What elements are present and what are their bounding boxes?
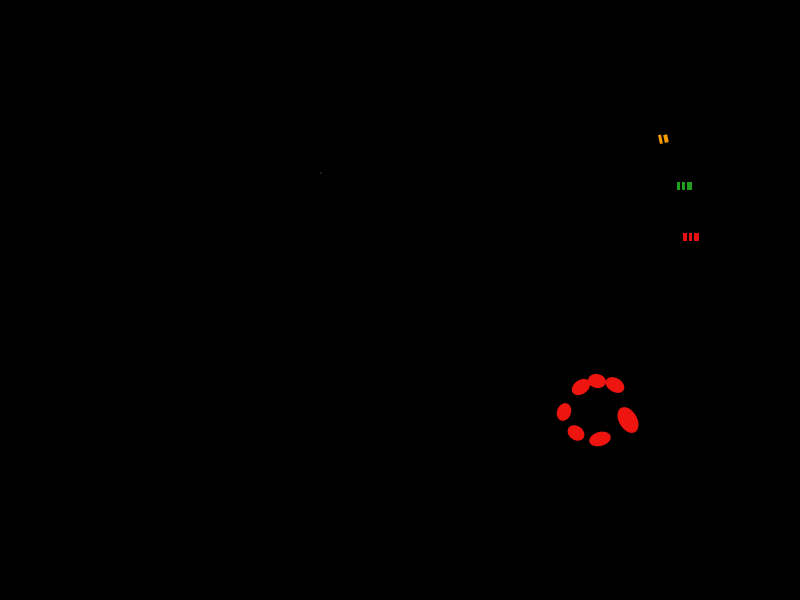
spinner-petals [556, 373, 639, 447]
marker-orange-bar [663, 134, 669, 143]
spinner-petal [617, 407, 639, 433]
spinner-petal [567, 425, 585, 441]
faint-dot [320, 172, 322, 174]
marker-red-bar [694, 233, 699, 241]
marker-orange-bar [658, 134, 663, 144]
marker-green-icon [677, 182, 692, 190]
spinner-center-hole [581, 396, 609, 424]
spinner-petal [605, 377, 625, 393]
marker-orange-icon [658, 134, 669, 144]
marker-green-bar [687, 182, 692, 190]
marker-red-icon [683, 233, 699, 241]
spinner-petal [589, 431, 611, 447]
marker-green-bar [677, 182, 680, 190]
spinner-petal [556, 403, 572, 421]
red-pinwheel-spinner-icon [556, 373, 639, 447]
marker-red-bar [689, 233, 692, 241]
marker-green-bar [682, 182, 685, 190]
faint-dot-shape [320, 172, 322, 174]
spinner-petal [571, 378, 591, 396]
spinner-petal [588, 373, 606, 389]
marker-red-bar [683, 233, 687, 241]
